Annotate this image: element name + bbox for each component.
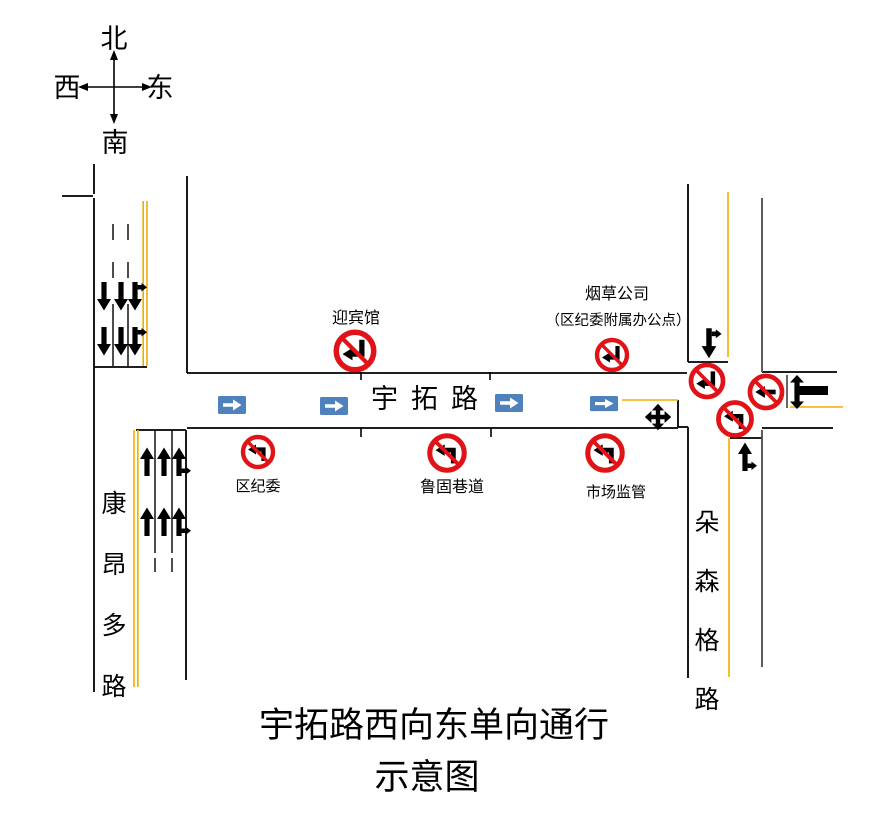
lane-arrow-down-right-icon bbox=[128, 282, 147, 311]
no-left-turn-sign-guest-house-icon bbox=[336, 332, 374, 370]
west-road-name: 康 昂 多 路 bbox=[101, 484, 126, 703]
compass-north-label: 北 bbox=[100, 24, 128, 54]
no-left-turn-sign-commission-icon bbox=[243, 437, 273, 467]
lane-arrow-up-icon bbox=[140, 447, 154, 476]
no-left-turn-sign-intersection-south-icon bbox=[719, 403, 752, 436]
lane-arrow-up-icon bbox=[140, 507, 154, 536]
guest-house-label: 迎宾馆 bbox=[331, 310, 381, 327]
lane-arrow-down-icon bbox=[114, 327, 128, 356]
lane-arrow-up-right-icon bbox=[172, 447, 191, 476]
east-road-char: 森 bbox=[694, 569, 720, 596]
lane-arrow-up-icon bbox=[157, 507, 171, 536]
west-road-char: 康 bbox=[101, 491, 127, 518]
compass-icon bbox=[78, 50, 152, 124]
crossroad-arrow-icon bbox=[644, 403, 672, 431]
discipline-commission-label: 区纪委 bbox=[235, 479, 281, 495]
lane-arrow-down-right-icon bbox=[128, 327, 147, 356]
one-way-east-arrow-icon bbox=[218, 396, 246, 414]
no-left-turn-sign-market-icon bbox=[588, 436, 623, 471]
lane-arrow-down-icon bbox=[97, 282, 111, 311]
two-way-vertical-arrow-icon bbox=[790, 375, 828, 409]
tobacco-company-label: 烟草公司 bbox=[584, 286, 650, 303]
lane-arrow-down-icon bbox=[114, 282, 128, 311]
compass-south-label: 南 bbox=[101, 128, 129, 158]
east-road-char: 格 bbox=[694, 628, 720, 655]
east-road-char: 路 bbox=[694, 687, 720, 714]
lane-arrow-up-icon bbox=[157, 447, 171, 476]
no-left-turn-sign-tobacco-icon bbox=[597, 340, 627, 370]
one-way-east-arrow-icon bbox=[320, 397, 348, 415]
west-road-char: 昂 bbox=[101, 552, 127, 579]
diagram-title-line1: 宇拓路西向东单向通行 bbox=[258, 706, 610, 745]
compass-east-label: 东 bbox=[146, 73, 174, 103]
market-supervision-label: 市场监管 bbox=[585, 485, 647, 501]
one-way-east-arrow-icon bbox=[495, 394, 523, 412]
no-left-turn-sign-lugu-icon bbox=[430, 436, 465, 471]
no-entry-left-sign-intersection-east-icon bbox=[750, 376, 782, 408]
west-road-char: 多 bbox=[101, 613, 127, 640]
east-road-char: 朵 bbox=[694, 510, 720, 537]
lugu-alley-label: 鲁固巷道 bbox=[419, 479, 485, 496]
compass-west-label: 西 bbox=[53, 73, 81, 103]
diagram-title-line2: 示意图 bbox=[374, 758, 480, 797]
main-road-name: 宇拓路 bbox=[371, 384, 491, 414]
one-way-east-arrow-icon bbox=[590, 396, 618, 412]
lane-arrow-up-right-icon bbox=[738, 442, 757, 471]
lane-marking-arrows bbox=[97, 282, 828, 536]
main-road-lines bbox=[187, 371, 843, 437]
tobacco-company-note: （区纪委附属办公点） bbox=[545, 313, 691, 329]
east-road-name: 朵 森 格 路 bbox=[694, 503, 719, 716]
lane-arrow-down-right-icon bbox=[701, 328, 722, 359]
west-road-lines bbox=[62, 164, 188, 692]
east-road-lines bbox=[687, 184, 763, 678]
no-left-turn-sign-intersection-north-icon bbox=[691, 365, 723, 397]
lane-arrow-up-right-icon bbox=[172, 507, 191, 536]
lane-arrow-down-icon bbox=[97, 327, 111, 356]
west-road-char: 路 bbox=[101, 674, 127, 701]
